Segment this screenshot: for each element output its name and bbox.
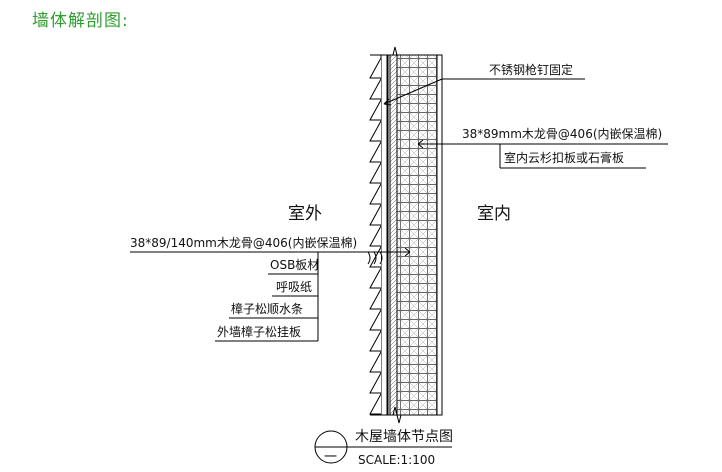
siding-board bbox=[369, 162, 382, 184]
callout-osb-label: OSB板材 bbox=[270, 258, 319, 272]
callout-batten-label: 樟子松顺水条 bbox=[231, 301, 303, 316]
callout-siding-label: 外墙樟子松挂板 bbox=[217, 324, 301, 339]
siding-board bbox=[369, 225, 382, 247]
page-title: 墙体解剖图: bbox=[32, 11, 129, 31]
detail-title: 木屋墙体节点图 bbox=[355, 429, 453, 445]
detail-scale: SCALE:1:100 bbox=[358, 453, 435, 467]
callout-stud: 38*89/140mm木龙骨@406(内嵌保温棉) bbox=[130, 236, 411, 257]
callout-nail: 不锈钢枪钉固定 bbox=[383, 62, 585, 106]
siding-board bbox=[369, 204, 382, 226]
callout-interior-board-label: 室内云杉扣板或石膏板 bbox=[504, 150, 624, 165]
callout-stud-label: 38*89/140mm木龙骨@406(内嵌保温棉) bbox=[130, 236, 357, 250]
siding-board bbox=[369, 372, 382, 394]
siding-board bbox=[369, 183, 382, 205]
siding-board bbox=[369, 393, 382, 415]
siding-board bbox=[369, 309, 382, 331]
siding-board bbox=[369, 57, 382, 79]
siding-board bbox=[369, 120, 382, 142]
inside-label: 室内 bbox=[477, 204, 511, 224]
siding-board bbox=[369, 351, 382, 373]
siding-board bbox=[369, 330, 382, 352]
callout-siding: 外墙樟子松挂板 bbox=[215, 324, 318, 342]
insulated-stud-cavity bbox=[396, 54, 438, 416]
osb-sheathing bbox=[389, 54, 398, 416]
siding-board bbox=[369, 78, 382, 100]
siding-board bbox=[369, 288, 382, 310]
siding-board bbox=[369, 99, 382, 121]
callout-interior-board: 室内云杉扣板或石膏板 bbox=[499, 144, 646, 169]
siding-board bbox=[369, 141, 382, 163]
callout-branch-arrows bbox=[367, 251, 383, 265]
callout-batten: 樟子松顺水条 bbox=[229, 301, 318, 319]
callout-interior-stud-label: 38*89mm木龙骨@406(内嵌保温棉) bbox=[462, 127, 662, 141]
outside-label: 室外 bbox=[288, 204, 322, 224]
counter-batten bbox=[380, 54, 388, 416]
callout-membrane: 呼吸纸 bbox=[272, 280, 318, 297]
detail-symbol: 一 bbox=[324, 450, 337, 465]
callout-interior-stud: 38*89mm木龙骨@406(内嵌保温棉) bbox=[417, 127, 668, 149]
callout-membrane-label: 呼吸纸 bbox=[276, 280, 312, 294]
interior-board bbox=[436, 54, 443, 416]
exterior-siding bbox=[369, 57, 382, 415]
callout-nail-label: 不锈钢枪钉固定 bbox=[489, 62, 573, 77]
bottom-break-mark bbox=[370, 406, 442, 424]
detail-title-block: 一 木屋墙体节点图 SCALE:1:100 bbox=[314, 429, 453, 467]
siding-board bbox=[369, 267, 382, 289]
